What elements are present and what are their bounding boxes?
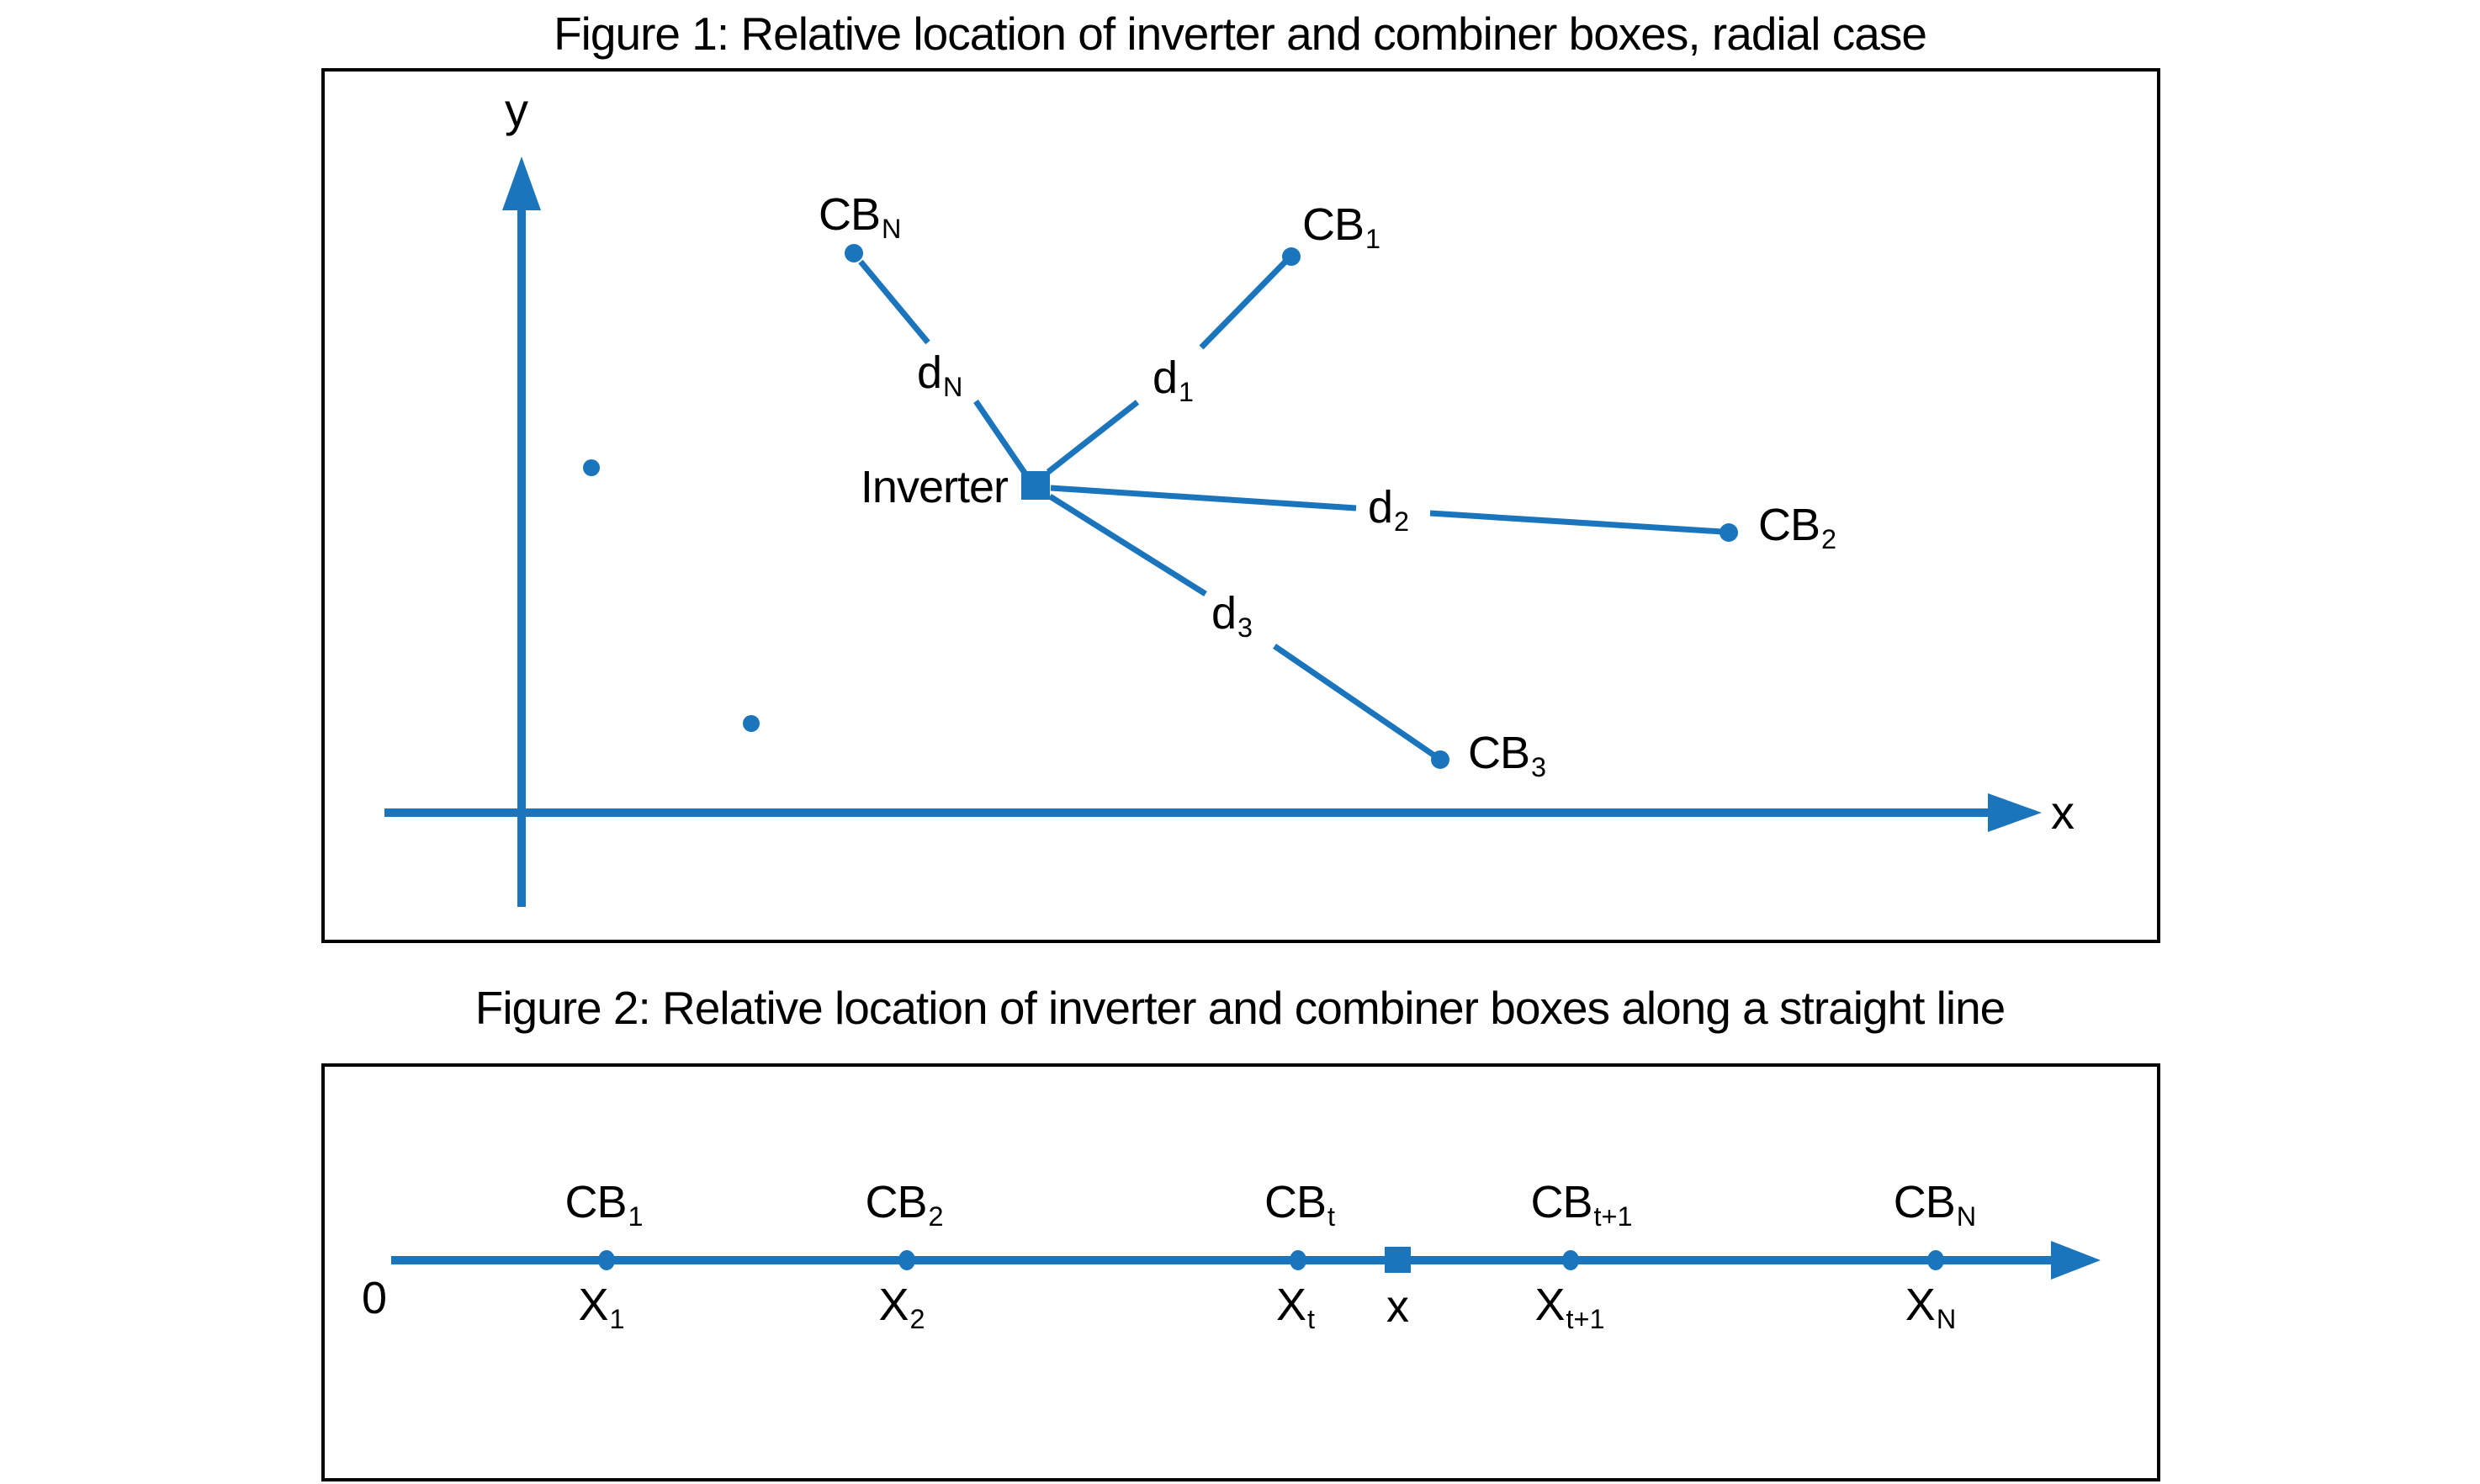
cb1-point <box>1282 247 1301 266</box>
inverter-to-cbN-line-lower <box>973 400 1027 474</box>
distance-dN-label: dN <box>917 347 962 401</box>
position-xt-sub: t <box>1307 1304 1316 1335</box>
cbN-label-base: CB <box>819 189 881 240</box>
x-axis-arrow-icon <box>1988 793 2042 832</box>
inverter-to-cb1-line-lower <box>1046 400 1140 474</box>
distance-dN-sub: N <box>943 372 963 403</box>
position-x1-sub: 1 <box>609 1304 625 1335</box>
position-xN-base: X <box>1905 1280 1936 1330</box>
line-cbt-label-sub: t <box>1327 1201 1336 1232</box>
line-cbN-label-base: CB <box>1893 1177 1956 1227</box>
line-cbt1-label-base: CB <box>1530 1177 1593 1227</box>
line-cb2-label: CB2 <box>865 1177 943 1231</box>
cb3-label-base: CB <box>1468 728 1530 778</box>
line-cb1-label-sub: 1 <box>628 1201 644 1232</box>
distance-d1-label: d1 <box>1153 352 1194 406</box>
distance-d1-sub: 1 <box>1179 377 1195 408</box>
cbN-label: CBN <box>819 189 901 243</box>
line-cb2-label-sub: 2 <box>928 1201 944 1232</box>
inverter-to-cbN-line-upper <box>858 259 930 345</box>
line-cb2-point <box>898 1250 915 1270</box>
figure2-title: Figure 2: Relative location of inverter … <box>474 982 2006 1034</box>
line-cbN-point <box>1927 1250 1944 1270</box>
cb2-label-base: CB <box>1758 500 1820 550</box>
cb3-label-sub: 3 <box>1531 752 1547 783</box>
inverter-marker <box>1021 471 1050 500</box>
line-cbN-label-sub: N <box>1956 1201 1977 1232</box>
figure1-panel-border <box>321 68 2160 943</box>
line-cbt-label: CBt <box>1264 1177 1335 1231</box>
cb3-label: CB3 <box>1468 728 1546 782</box>
position-xt1-label: Xt+1 <box>1534 1280 1605 1333</box>
inverter-position-label: x <box>1386 1281 1409 1332</box>
origin-label: 0 <box>362 1273 387 1323</box>
position-xt-label: Xt <box>1275 1280 1315 1333</box>
inverter-to-cb3-line-upper <box>1048 494 1207 596</box>
inverter-to-cb1-line-upper <box>1199 259 1288 350</box>
cb3-point <box>1431 750 1449 769</box>
cb1-label-sub: 1 <box>1365 224 1381 255</box>
inverter-label: Inverter <box>860 462 1009 512</box>
line-cb1-label-base: CB <box>564 1177 627 1227</box>
unlabeled-point-1 <box>583 459 600 476</box>
x-axis-label: x <box>2051 786 2075 839</box>
position-x2-sub: 2 <box>909 1304 925 1335</box>
distance-d3-label: d3 <box>1211 588 1253 642</box>
line-cb1-label: CB1 <box>564 1177 643 1231</box>
distance-dN-base: d <box>917 347 942 398</box>
line-cbN-label: CBN <box>1893 1177 1976 1231</box>
distance-d2-label: d2 <box>1368 482 1409 536</box>
cb2-label-sub: 2 <box>1821 524 1837 555</box>
line-cbt-point <box>1290 1250 1306 1270</box>
distance-d2-base: d <box>1368 482 1393 533</box>
inverter-to-cb2-line-right <box>1429 510 1723 535</box>
position-x2-label: X2 <box>878 1280 925 1333</box>
position-xt1-base: X <box>1534 1280 1566 1330</box>
line-cbt1-label: CBt+1 <box>1530 1177 1633 1231</box>
cb2-label: CB2 <box>1758 500 1836 554</box>
distance-d1-base: d <box>1153 352 1178 403</box>
distance-d3-sub: 3 <box>1237 612 1253 644</box>
position-x1-label: X1 <box>578 1280 624 1333</box>
y-axis-arrow-icon <box>502 156 541 210</box>
position-x2-base: X <box>878 1280 909 1330</box>
line-cb2-label-base: CB <box>865 1177 927 1227</box>
position-xt-base: X <box>1275 1280 1306 1330</box>
inverter-to-cb3-line-lower <box>1273 644 1436 758</box>
cb1-label-base: CB <box>1302 199 1365 250</box>
cbN-point <box>845 244 863 262</box>
position-xN-label: XN <box>1905 1280 1956 1333</box>
line-cbt1-point <box>1562 1250 1579 1270</box>
inverter-to-cb2-line-left <box>1050 485 1357 511</box>
line-cb1-point <box>598 1250 615 1270</box>
cb2-point <box>1720 523 1738 542</box>
position-xt1-sub: t+1 <box>1566 1304 1605 1335</box>
line-cbt-label-base: CB <box>1264 1177 1327 1227</box>
distance-d3-base: d <box>1211 588 1237 639</box>
unlabeled-point-2 <box>743 715 760 732</box>
position-xN-sub: N <box>1936 1304 1957 1335</box>
line-cbt1-label-sub: t+1 <box>1593 1201 1633 1232</box>
figure1-title: Figure 1: Relative location of inverter … <box>554 8 1927 60</box>
figure2-panel-border <box>321 1063 2160 1481</box>
position-x1-base: X <box>578 1280 608 1330</box>
y-axis-label: y <box>505 83 528 136</box>
cb1-label: CB1 <box>1302 199 1380 253</box>
inverter-position-marker <box>1385 1247 1411 1273</box>
distance-d2-sub: 2 <box>1394 506 1410 538</box>
number-line-arrow-icon <box>2051 1241 2101 1280</box>
cbN-label-sub: N <box>882 214 902 245</box>
